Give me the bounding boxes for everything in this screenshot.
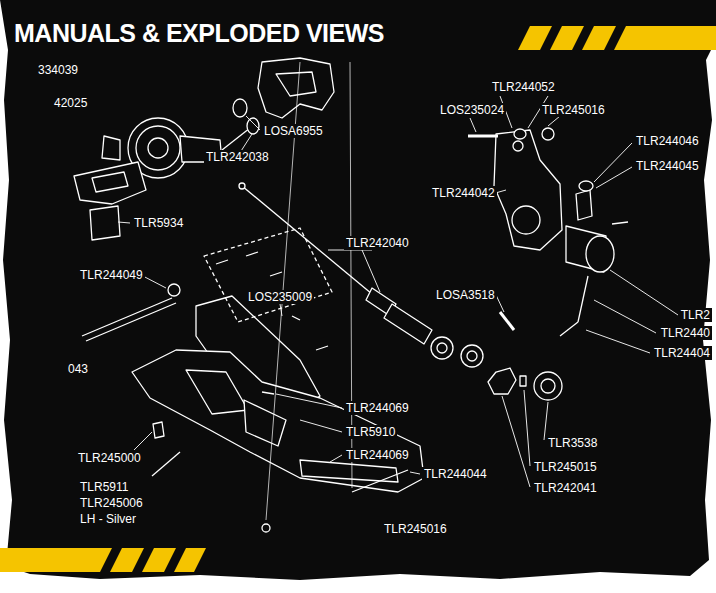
part-number: TLR244045 <box>634 159 701 173</box>
yellow-stripes <box>0 26 716 572</box>
part-number: 42025 <box>52 96 89 110</box>
part-number: TLR242040 <box>344 236 411 250</box>
part-number: LOS235009 <box>246 290 314 304</box>
brush-ground <box>0 0 716 580</box>
part-number: TLR242038 <box>204 150 271 164</box>
part-number: LOSA6955 <box>262 124 325 138</box>
leader-lines <box>118 62 678 520</box>
part-number: TLR245016 <box>382 522 449 536</box>
part-number: TLR244069 <box>344 401 411 415</box>
part-number: TLR2 <box>679 308 712 322</box>
part-number: TLR24404 <box>652 346 712 360</box>
part-number: TLR245016 <box>540 103 607 117</box>
part-number: TLR245015 <box>532 460 599 474</box>
part-number: LH - Silver <box>78 512 138 526</box>
part-number: TLR5934 <box>132 216 185 230</box>
part-number: TLR244049 <box>78 268 145 282</box>
part-number: TLR244052 <box>490 80 557 94</box>
part-number: TLR3538 <box>546 436 599 450</box>
part-number: TLR245006 <box>78 496 145 510</box>
page-title: MANUALS & EXPLODED VIEWS <box>14 18 384 48</box>
part-number: TLR2440 <box>659 326 712 340</box>
part-number: TLR244069 <box>344 448 411 462</box>
part-number: TLR244044 <box>422 467 489 481</box>
part-number: TLR242041 <box>532 481 599 495</box>
part-number: LOS235024 <box>438 103 506 117</box>
part-number: TLR244046 <box>634 134 701 148</box>
part-number: TLR5910 <box>344 425 397 439</box>
part-number: 334039 <box>36 63 80 77</box>
part-number: TLR5911 <box>78 480 130 494</box>
part-number: 043 <box>66 362 90 376</box>
part-number: TLR245000 <box>76 451 143 465</box>
part-number: LOSA3518 <box>434 288 497 302</box>
part-number: TLR244042 <box>430 186 497 200</box>
part-outlines <box>74 58 628 532</box>
